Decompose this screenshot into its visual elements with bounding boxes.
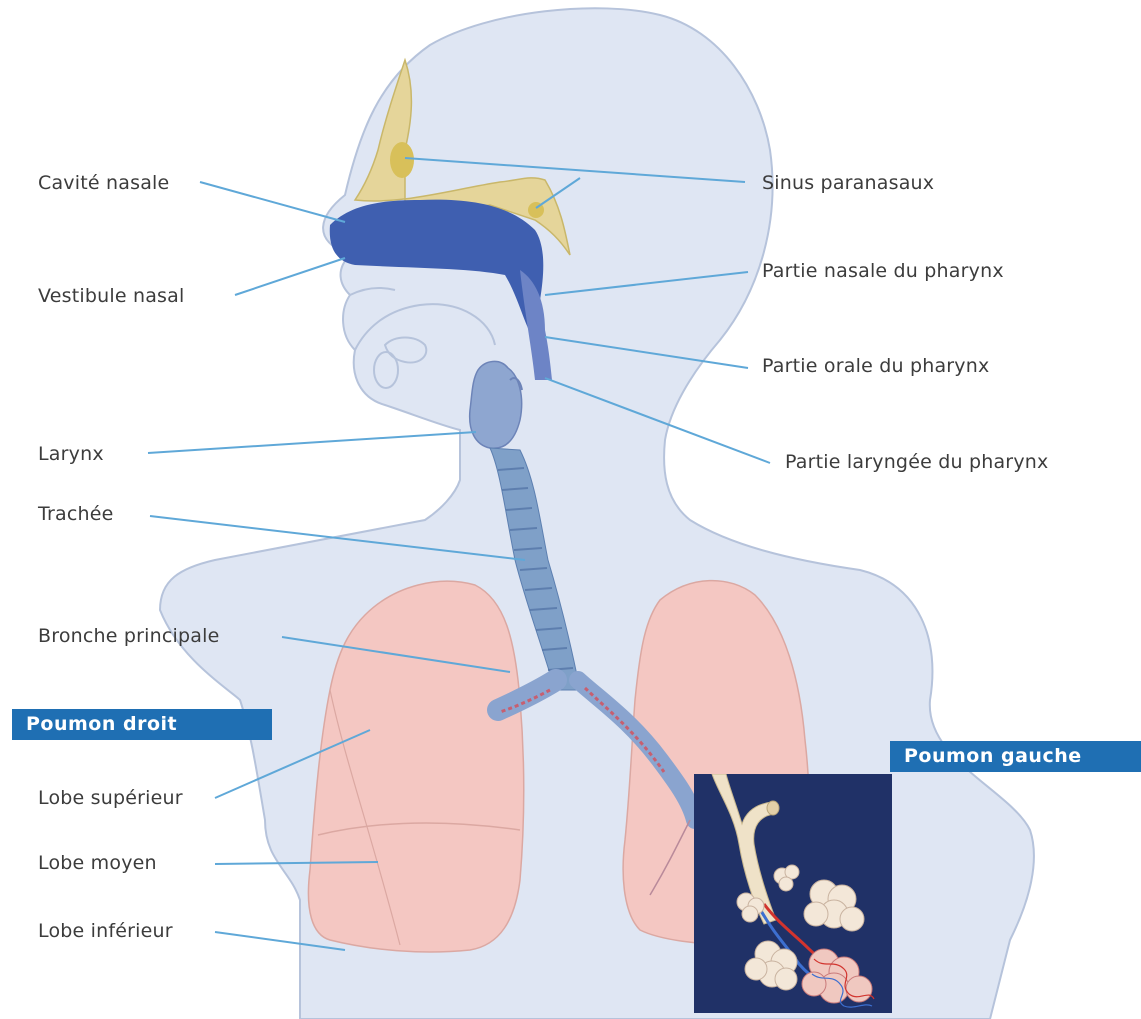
label-lobe-inferieur: Lobe inférieur — [38, 920, 173, 942]
label-bronche-principale: Bronche principale — [38, 625, 220, 647]
leader-cavite-nasale — [200, 182, 345, 222]
alveolus-vascular — [846, 976, 872, 1002]
banner-poumon-gauche: Poumon gauche — [890, 741, 1141, 772]
label-trachee: Trachée — [38, 503, 114, 525]
alveolus — [840, 907, 864, 931]
label-sinus-paranasaux: Sinus paranasaux — [762, 172, 934, 194]
leader-vestibule-nasal — [235, 258, 345, 295]
label-lobe-moyen: Lobe moyen — [38, 852, 157, 874]
alveolus — [745, 958, 767, 980]
label-larynx: Larynx — [38, 443, 104, 465]
bronchiole-opening — [767, 801, 779, 815]
alveoli-inset — [694, 774, 892, 1013]
larynx-shape — [470, 361, 522, 448]
body-silhouette — [160, 8, 1034, 1019]
label-partie-laryngee: Partie laryngée du pharynx — [785, 451, 1048, 473]
alveolus — [779, 877, 793, 891]
alveolus — [742, 906, 758, 922]
leader-larynx — [148, 432, 476, 453]
alveolus — [775, 968, 797, 990]
label-partie-nasale: Partie nasale du pharynx — [762, 260, 1004, 282]
label-lobe-superieur: Lobe supérieur — [38, 787, 183, 809]
alveolus — [804, 902, 828, 926]
label-cavite-nasale: Cavité nasale — [38, 172, 169, 194]
label-partie-orale: Partie orale du pharynx — [762, 355, 989, 377]
sinus-frontal — [390, 142, 414, 178]
label-vestibule-nasal: Vestibule nasal — [38, 285, 184, 307]
banner-poumon-droit: Poumon droit — [12, 709, 272, 740]
